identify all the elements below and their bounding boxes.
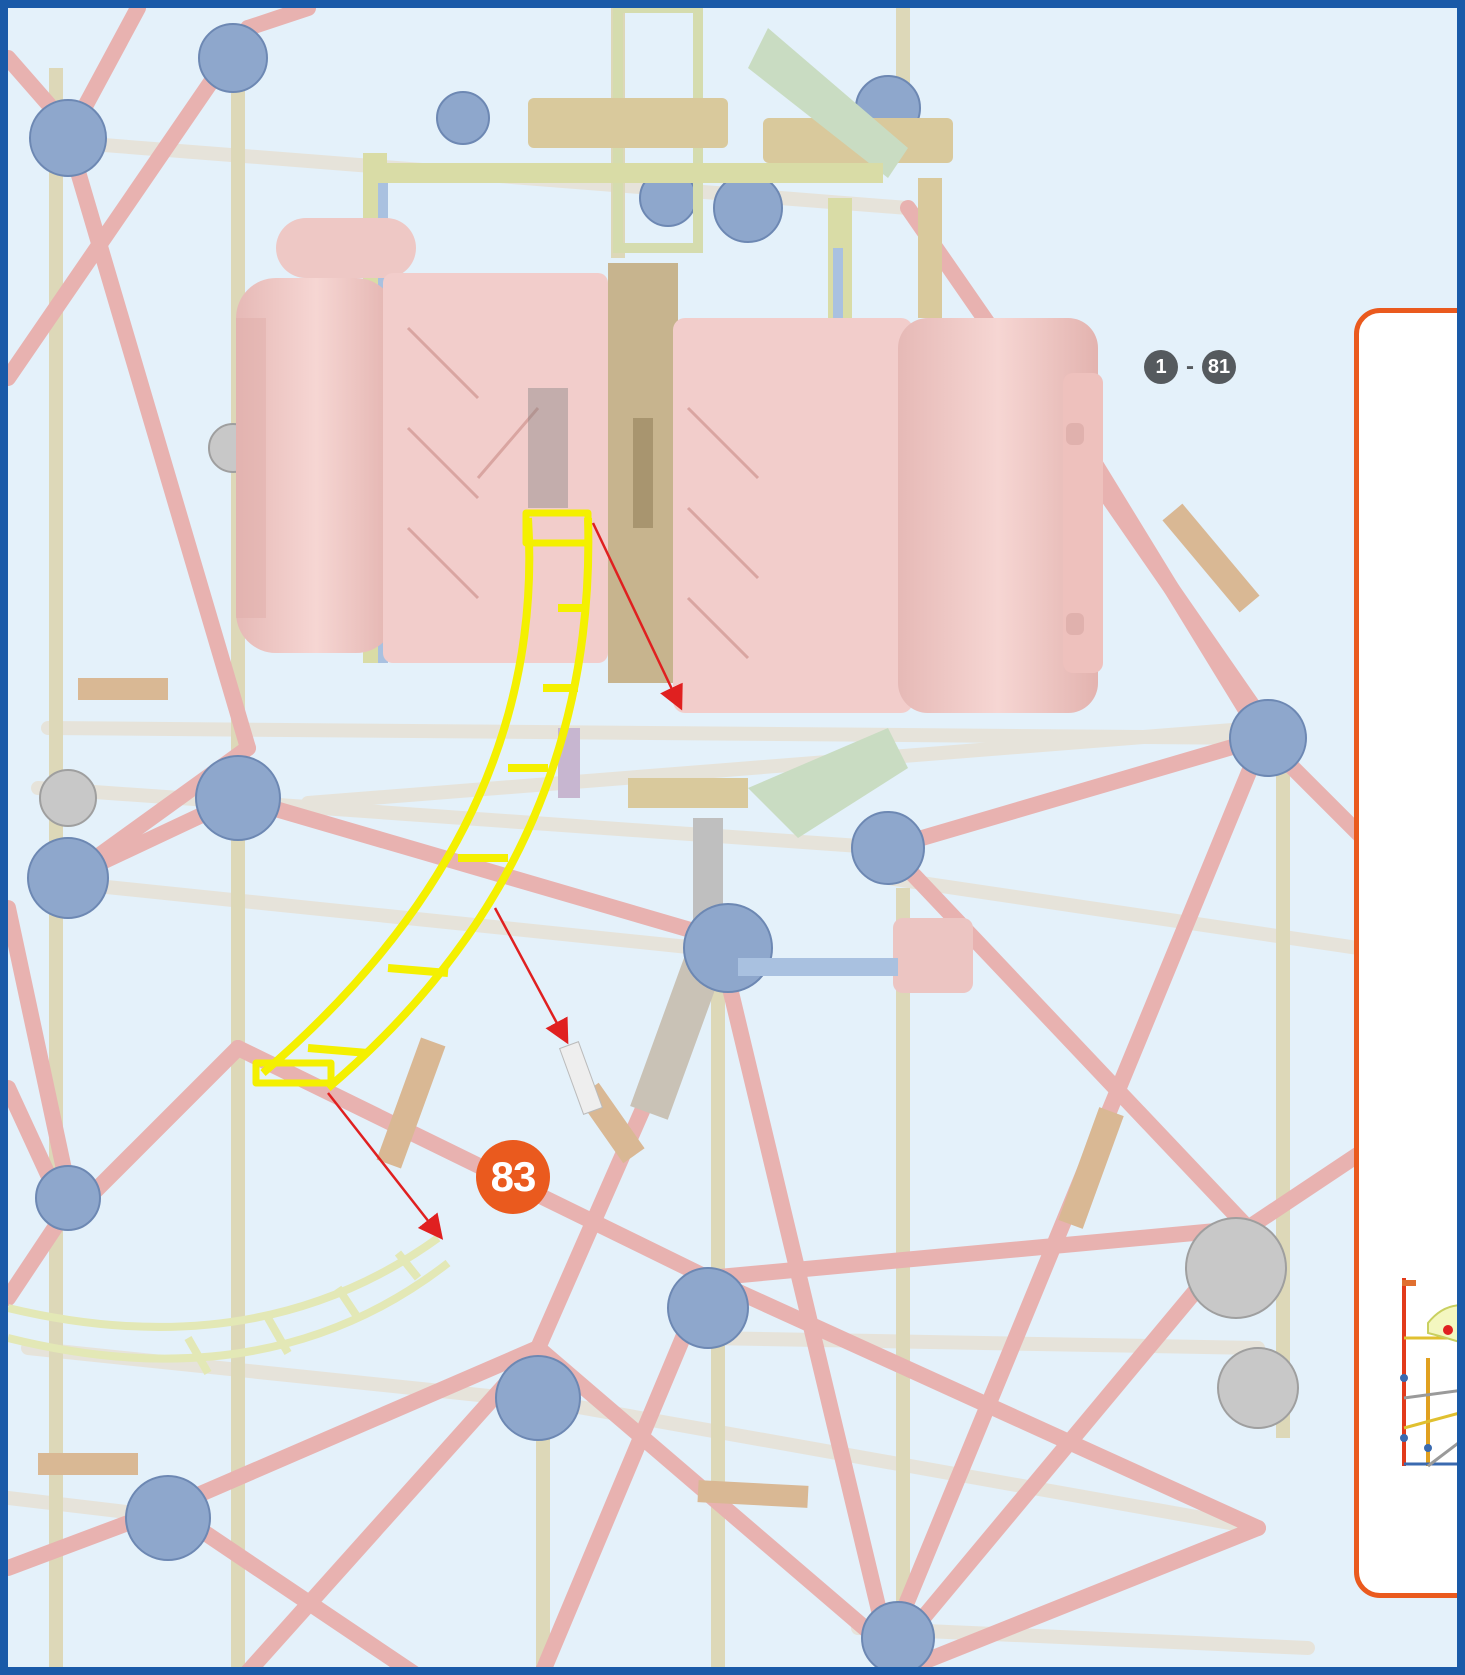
step-range-indicator: 1 - 81 — [1144, 350, 1236, 384]
blue-hubs — [27, 23, 1307, 1667]
peg-piece — [558, 1041, 604, 1115]
step-number-badge: 83 — [476, 1140, 550, 1214]
range-start-badge: 1 — [1144, 350, 1178, 384]
range-end-badge: 81 — [1202, 350, 1236, 384]
lower-frame — [558, 728, 973, 993]
model-illustration — [8, 8, 1457, 1667]
placed-track — [8, 1234, 451, 1375]
model-thumbnail — [1400, 1278, 1457, 1468]
center-column-slot — [633, 418, 653, 528]
range-separator: - — [1186, 353, 1194, 380]
left-car — [236, 218, 608, 663]
right-car — [673, 318, 1103, 713]
red-arrow-icon — [327, 522, 683, 1240]
new-track-piece — [252, 509, 593, 1092]
